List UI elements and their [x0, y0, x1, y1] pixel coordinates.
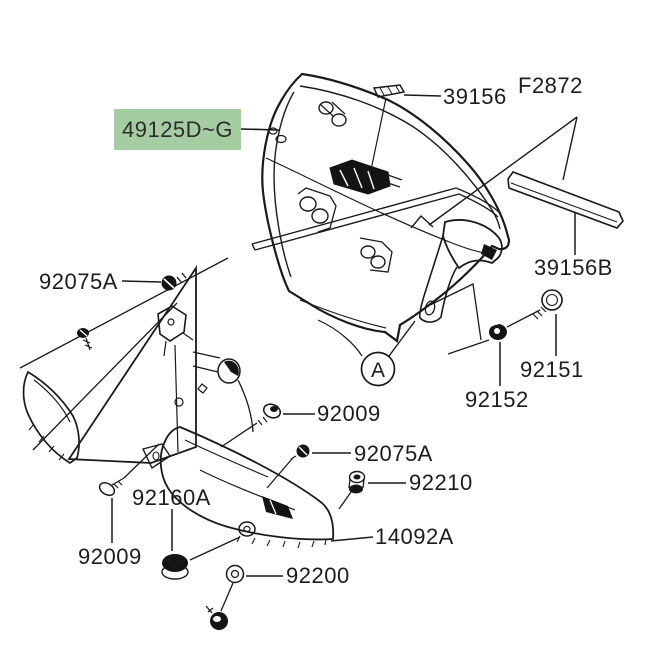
part-label-92160a: 92160A [132, 485, 211, 510]
label-leader-lines [111, 94, 576, 577]
axis-lines [19, 257, 541, 612]
part-label-92210: 92210 [409, 470, 473, 495]
inner-stay-plate [67, 265, 254, 470]
part-label-92075a-top: 92075A [39, 269, 118, 294]
washer-92152 [489, 323, 507, 340]
screw-92075a-middle [290, 444, 310, 460]
main-shroud-outline [261, 72, 511, 343]
part-label-49125d-g-highlighted[interactable]: 49125D~G [114, 109, 241, 150]
turn-signal-mount [329, 159, 403, 195]
washer-92200 [225, 564, 245, 584]
grommet-92210 [348, 470, 366, 494]
part-label-92009-bottom: 92009 [78, 544, 142, 569]
grommet-92160a [161, 554, 189, 580]
headlamp-stay-bracket [317, 219, 503, 357]
f2872-pointer-lines [410, 116, 578, 229]
callout-a-letter: A [371, 359, 385, 382]
part-label-14092a: 14092A [375, 524, 454, 549]
part-label-92152: 92152 [465, 387, 529, 412]
part-label-f2872: F2872 [518, 73, 583, 98]
pad-39156 [370, 84, 406, 171]
screw-92009-middle [257, 403, 282, 426]
screw-92009-bottom [98, 477, 125, 497]
part-label-92151: 92151 [520, 357, 584, 382]
lower-cover-14092a [159, 426, 335, 549]
trim-strip-39156b [507, 171, 624, 229]
screw-92151 [532, 289, 563, 320]
part-label-92075a-middle: 92075A [354, 441, 433, 466]
part-label-92200: 92200 [286, 563, 350, 588]
screw-92075a-top [161, 272, 187, 291]
screw-bottom [205, 605, 228, 630]
part-label-92009-middle: 92009 [317, 401, 381, 426]
callout-circle-a: A [360, 320, 416, 387]
left-partial-cover [22, 370, 80, 465]
part-label-39156: 39156 [443, 84, 507, 109]
shroud-mount-bosses [297, 101, 393, 273]
part-label-39156b: 39156B [534, 255, 613, 280]
screw-small-left [77, 328, 93, 351]
inner-brace-bar [251, 187, 502, 251]
